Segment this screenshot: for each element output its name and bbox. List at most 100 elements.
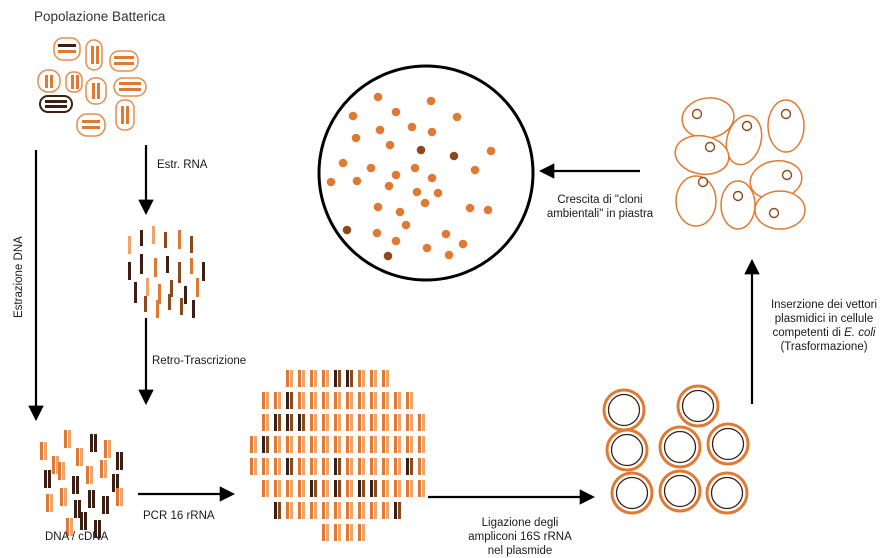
colony (373, 202, 383, 212)
colony (348, 111, 358, 121)
amplicon (338, 414, 341, 431)
colony (426, 96, 436, 106)
amplicon (278, 414, 281, 431)
amplicon (326, 502, 329, 519)
amplicon (398, 436, 401, 453)
label-reverse-transcription: Retro-Trascrizione (152, 355, 247, 367)
dna-strand (56, 456, 59, 474)
amplicon (358, 414, 361, 431)
amplicon (326, 392, 329, 409)
plasmid-dot (768, 207, 780, 219)
amplicon (326, 414, 329, 431)
amplicon (334, 370, 337, 387)
amplicon (386, 370, 389, 387)
plasmid (706, 422, 750, 466)
amplicon (326, 436, 329, 453)
rna-strand (128, 262, 131, 280)
amplicon (334, 436, 337, 453)
amplicon (346, 524, 349, 541)
amplicon (322, 480, 325, 497)
colony (351, 133, 361, 143)
amplicon (322, 392, 325, 409)
insertion-line-3: competenti di E. coli (764, 326, 884, 340)
amplicon (262, 414, 265, 431)
amplicon (278, 502, 281, 519)
amplicon (374, 392, 377, 409)
amplicon (322, 458, 325, 475)
colony (401, 220, 411, 230)
amplicon (286, 414, 289, 431)
amplicon (362, 392, 365, 409)
amplicon (286, 480, 289, 497)
ecoli-cell (720, 180, 756, 230)
arrows (28, 145, 760, 505)
amplicon (314, 392, 317, 409)
colony (375, 125, 385, 135)
amplicon (266, 436, 269, 453)
plasmid-inner (663, 430, 697, 464)
plasmid (705, 471, 749, 515)
amplicon (382, 458, 385, 475)
colony (458, 239, 468, 249)
amplicon (398, 458, 401, 475)
colony (452, 112, 462, 122)
amplicon (386, 502, 389, 519)
amplicon (362, 414, 365, 431)
dna-strand (48, 470, 51, 488)
amplicon (326, 458, 329, 475)
amplicon (314, 370, 317, 387)
dna-strand (50, 494, 53, 512)
dna-strand (104, 460, 107, 478)
colony (326, 177, 336, 187)
amplicon (326, 480, 329, 497)
amplicon (410, 414, 413, 431)
label-dna-extraction: Estrazione DNA (13, 236, 25, 318)
amplicon (394, 502, 397, 519)
amplicon (302, 436, 305, 453)
dna-strand (70, 518, 73, 536)
amplicon (314, 502, 317, 519)
colony (410, 163, 420, 173)
petri-dish (317, 64, 535, 282)
amplicon (358, 370, 361, 387)
dna-strand (88, 490, 91, 508)
amplicon (266, 458, 269, 475)
colony (385, 140, 395, 150)
amplicon (266, 414, 269, 431)
colony (372, 228, 382, 238)
rna-strand (190, 258, 193, 274)
amplicon (298, 392, 301, 409)
amplicon (350, 436, 353, 453)
amplicon (370, 414, 373, 431)
dna-strand (62, 462, 65, 480)
dna-strand (64, 488, 67, 506)
amplicon (298, 414, 301, 431)
amplicon (350, 524, 353, 541)
dna-strand (102, 496, 105, 514)
amplicon (382, 436, 385, 453)
rna-strand (170, 280, 173, 297)
amplicon (286, 370, 289, 387)
rna-strand (166, 256, 169, 273)
dna-strand (90, 434, 93, 452)
amplicon (310, 458, 313, 475)
rna-strand (156, 300, 159, 318)
amplicon (374, 480, 377, 497)
colony (465, 203, 475, 213)
colony (427, 173, 437, 183)
amplicon (406, 480, 409, 497)
amplicon (338, 502, 341, 519)
amplicon (386, 458, 389, 475)
dna-strand (78, 500, 81, 518)
label-bacterial-population: Popolazione Batterica (34, 9, 166, 24)
amplicon (358, 436, 361, 453)
amplicon (254, 436, 257, 453)
amplicon (418, 458, 421, 475)
amplicon (262, 480, 265, 497)
rna-strand (128, 236, 131, 254)
insertion-line-4: (Trasformazione) (780, 341, 868, 353)
amplicon (362, 370, 365, 387)
dna-strand (120, 452, 123, 470)
amplicon (338, 480, 341, 497)
amplicon (290, 436, 293, 453)
